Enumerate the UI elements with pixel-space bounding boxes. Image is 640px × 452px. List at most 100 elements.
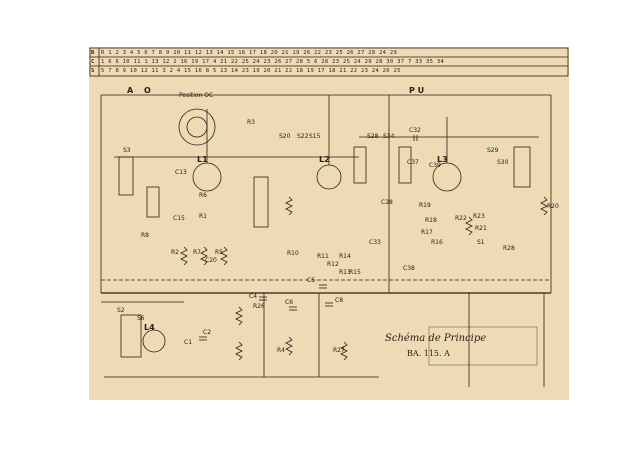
component-label: C5 <box>307 277 316 284</box>
resistor-r27 <box>340 341 348 361</box>
grid-row-key: B <box>91 50 95 56</box>
component-label: S15 <box>309 133 321 140</box>
caption-title: Schéma de Principe <box>385 333 487 344</box>
component-label: R2 <box>171 249 179 256</box>
tube-l2 <box>316 164 342 190</box>
component-label: C20 <box>205 257 217 264</box>
grid-row-values: 1 6 6 10 11 1 13 12 2 16 19 17 4 21 22 2… <box>101 59 445 65</box>
grid-row-b: B R 1 2 3 4 5 6 7 8 9 10 11 12 13 14 15 … <box>89 49 569 58</box>
resistor-r2 <box>180 246 188 266</box>
grid-row-key: S <box>91 68 95 74</box>
component-label: C1 <box>184 339 193 346</box>
coil-s15 <box>253 176 269 228</box>
capacitor-c4 <box>259 296 267 301</box>
component-label: R8 <box>141 232 149 239</box>
component-label: S2 <box>117 307 125 314</box>
resistor-r5 <box>220 246 228 266</box>
grid-row-values: R 1 2 3 4 5 6 7 8 9 10 11 12 13 14 15 16… <box>101 50 398 56</box>
component-label: R10 <box>287 250 299 257</box>
component-label: R28 <box>503 245 515 252</box>
component-label: S3 <box>123 147 131 154</box>
component-label: C2 <box>203 329 212 336</box>
grid-row-s: S 5 7 8 9 10 12 11 3 2 4 15 16 8 5 13 14… <box>89 67 569 76</box>
component-label: R7 <box>193 249 201 256</box>
component-label: R19 <box>419 202 431 209</box>
component-label: C6 <box>285 299 294 306</box>
terminal-pu-label: P U <box>409 86 425 95</box>
tube-l2-label: L2 <box>319 155 330 164</box>
component-label: C37 <box>407 159 419 166</box>
component-label: S30 <box>497 159 509 166</box>
component-label: R18 <box>425 217 437 224</box>
component-label: C15 <box>173 215 185 222</box>
component-label: R14 <box>339 253 351 260</box>
tube-l1-label: L1 <box>197 155 208 164</box>
component-label: R16 <box>431 239 443 246</box>
component-label: R3 <box>247 119 255 126</box>
component-label: R27 <box>333 347 345 354</box>
tube-l4 <box>142 329 166 353</box>
component-label: S29 <box>487 147 499 154</box>
component-label: S34 <box>383 133 395 140</box>
component-label: R4 <box>277 347 285 354</box>
component-label: R6 <box>199 192 207 199</box>
component-label: C33 <box>369 239 381 246</box>
component-label: S28 <box>367 133 379 140</box>
resistor-r3 <box>235 341 243 361</box>
grid-row-values: 5 7 8 9 10 12 11 3 2 4 15 16 8 5 13 14 2… <box>101 68 401 74</box>
coil-s2 <box>146 186 160 218</box>
schematic-sheet: B R 1 2 3 4 5 6 7 8 9 10 11 12 13 14 15 … <box>89 47 569 400</box>
tube-l4-label: L4 <box>144 323 155 332</box>
tube-l3-label: L3 <box>437 155 448 164</box>
caption-code: BA. 115. A <box>407 349 450 358</box>
power-transformer <box>120 314 142 358</box>
capacitor-c29 <box>413 135 418 141</box>
if-transformer-1 <box>353 146 367 184</box>
grid-row-key: C <box>91 59 95 65</box>
component-label: C8 <box>335 297 344 304</box>
component-label: R5 <box>215 249 223 256</box>
component-label: R22 <box>455 215 467 222</box>
terminal-a-label: A <box>127 86 134 95</box>
component-label: R1 <box>199 213 207 220</box>
component-label: R26 <box>253 303 265 310</box>
tube-l1 <box>192 162 222 192</box>
component-label: C13 <box>175 169 187 176</box>
wave-switch <box>178 108 216 146</box>
component-label: R17 <box>421 229 433 236</box>
component-label: R23 <box>473 213 485 220</box>
resistor-r26 <box>235 306 243 326</box>
component-label: C32 <box>409 127 421 134</box>
grid-row-c: C 1 6 6 10 11 1 13 12 2 16 19 17 4 21 22… <box>89 58 569 67</box>
caption-box <box>428 326 538 366</box>
resistor-r7 <box>200 246 208 266</box>
coil-s1 <box>118 156 134 196</box>
capacitor-c5 <box>319 284 327 289</box>
terminal-o-label: O <box>144 86 151 95</box>
component-label: S1 <box>477 239 485 246</box>
component-label: C4 <box>249 293 258 300</box>
component-label: R11 <box>317 253 329 260</box>
component-label: R21 <box>475 225 487 232</box>
component-label: S6 <box>137 315 145 322</box>
component-label: R15 <box>349 269 361 276</box>
circuit-diagram <box>89 47 569 387</box>
component-label: C39 <box>429 162 441 169</box>
resistor-r4-lower <box>285 336 293 356</box>
if-transformer-2 <box>398 146 412 184</box>
wave-switch-core <box>186 116 208 138</box>
capacitor-c6 <box>289 306 297 311</box>
component-label: C38 <box>403 265 415 272</box>
grid-frame <box>89 47 569 77</box>
component-label: S20 <box>279 133 291 140</box>
capacitor-c8 <box>325 302 333 307</box>
resistor-r21 <box>465 216 473 236</box>
resistor-r4 <box>285 196 293 216</box>
position-oc-label: Position OC <box>179 92 214 99</box>
output-transformer <box>513 146 531 188</box>
component-label: R13 <box>339 269 351 276</box>
capacitor-c2 <box>199 336 207 341</box>
component-label: S22 <box>297 133 309 140</box>
component-label: C28 <box>381 199 393 206</box>
resistor-r20 <box>540 196 548 216</box>
